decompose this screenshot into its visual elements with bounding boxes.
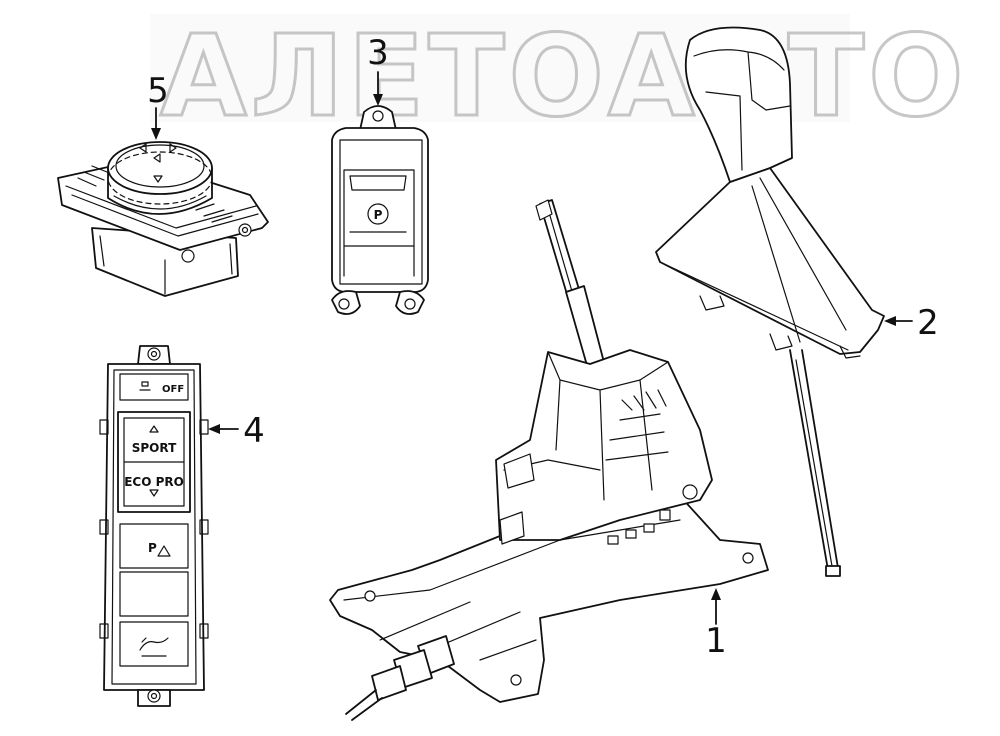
sport-label: SPORT bbox=[132, 441, 177, 455]
park-assist-label: P bbox=[148, 541, 157, 555]
part-1-selector-mechanism bbox=[329, 199, 769, 721]
callout-3-number: 3 bbox=[367, 33, 389, 73]
callout-1-number: 1 bbox=[705, 621, 727, 661]
callout-5: 5 bbox=[147, 71, 169, 140]
callout-1: 1 bbox=[705, 588, 727, 661]
eco-pro-label: ECO PRO bbox=[124, 475, 184, 489]
callout-2-number: 2 bbox=[917, 303, 939, 343]
callout-4-number: 4 bbox=[243, 411, 265, 451]
parking-brake-symbol: P bbox=[374, 208, 383, 222]
part-2-gear-knob bbox=[655, 26, 885, 577]
callout-5-number: 5 bbox=[147, 71, 169, 111]
watermark-text: АЛЕТОАВТО bbox=[160, 12, 967, 142]
part-5-controller bbox=[57, 141, 269, 297]
callout-3: 3 bbox=[367, 33, 389, 106]
part-4-switch-panel: OFF SPORT ECO PRO P bbox=[99, 345, 209, 707]
callout-4: 4 bbox=[208, 411, 265, 451]
watermark: АЛЕТОАВТО bbox=[150, 11, 967, 144]
callout-2: 2 bbox=[884, 303, 939, 343]
part-3-parking-brake-switch: P bbox=[331, 105, 429, 315]
off-label: OFF bbox=[162, 384, 184, 395]
